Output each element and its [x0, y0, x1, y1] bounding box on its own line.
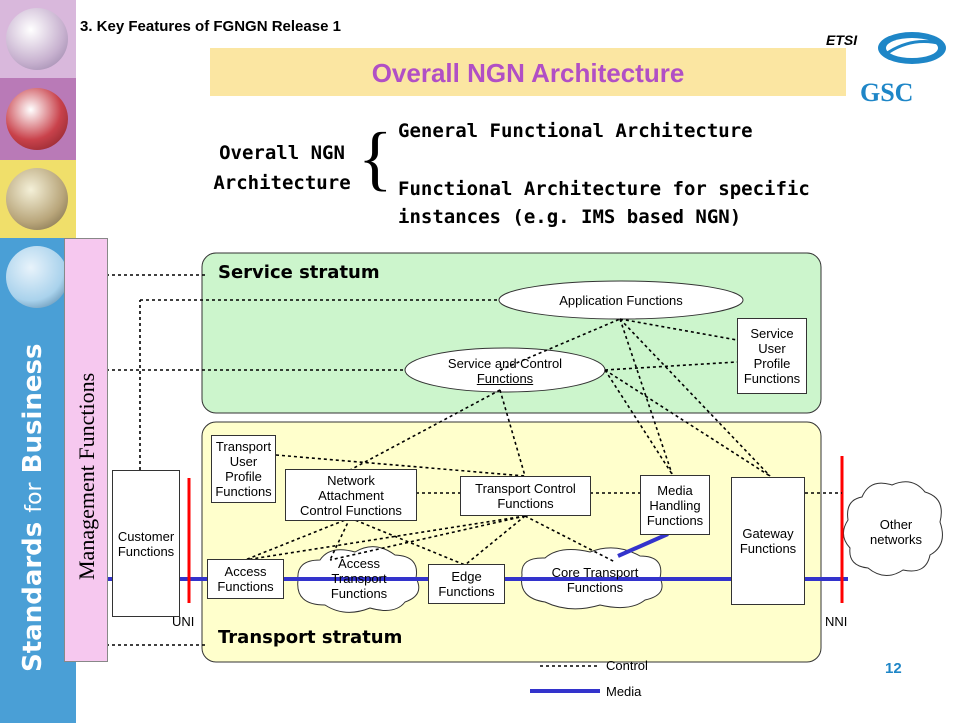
- media-handling-functions: Media Handling Functions: [640, 475, 710, 535]
- access-transport-functions: Access Transport Functions: [330, 556, 388, 601]
- brace-icon: {: [358, 118, 393, 198]
- globe-icon: [6, 246, 68, 308]
- legend-control: Control: [606, 658, 648, 673]
- uni-label: UNI: [172, 614, 195, 629]
- nni-label: NNI: [825, 614, 848, 629]
- access-functions: Access Functions: [207, 559, 284, 599]
- etsi-gsc-logo: [850, 26, 950, 106]
- management-functions-box: [64, 238, 108, 662]
- transport-user-profile-functions: Transport User Profile Functions: [211, 435, 276, 503]
- page-title: Overall NGN Architecture: [371, 58, 685, 88]
- service-user-profile-functions: Service User Profile Functions: [737, 318, 807, 394]
- core-transport-functions: Core Transport Functions: [551, 565, 639, 595]
- service-control-functions: Service and Control Functions: [447, 356, 563, 386]
- edge-functions: Edge Functions: [428, 564, 505, 604]
- management-functions-label: Management Functions: [74, 372, 99, 580]
- other-networks: Other networks: [869, 517, 923, 547]
- application-functions: Application Functions: [559, 293, 683, 308]
- globe-icon: [6, 8, 68, 70]
- overview-item-specific: Functional Architecture for specific ins…: [398, 178, 810, 228]
- globe-icon: [6, 88, 68, 150]
- legend-media: Media: [606, 684, 642, 699]
- gsc-logo-text: GSC: [860, 78, 914, 107]
- overview-label: Overall NGN Architecture: [213, 142, 351, 194]
- overview-item-general: General Functional Architecture: [398, 120, 753, 142]
- transport-stratum-title: Transport stratum: [218, 627, 403, 648]
- globe-icon: [6, 168, 68, 230]
- transport-control-functions: Transport Control Functions: [460, 476, 591, 516]
- etsi-logo-text: ETSI: [826, 32, 858, 48]
- network-attachment-control-functions: Network Attachment Control Functions: [285, 469, 417, 521]
- sidebar: [0, 0, 76, 723]
- page-number: 12: [885, 660, 902, 677]
- customer-functions: Customer Functions: [112, 470, 180, 617]
- slide-header: 3. Key Features of FGNGN Release 1: [80, 18, 341, 35]
- service-stratum-title: Service stratum: [218, 262, 380, 283]
- gateway-functions: Gateway Functions: [731, 477, 805, 605]
- title-band: [210, 48, 846, 96]
